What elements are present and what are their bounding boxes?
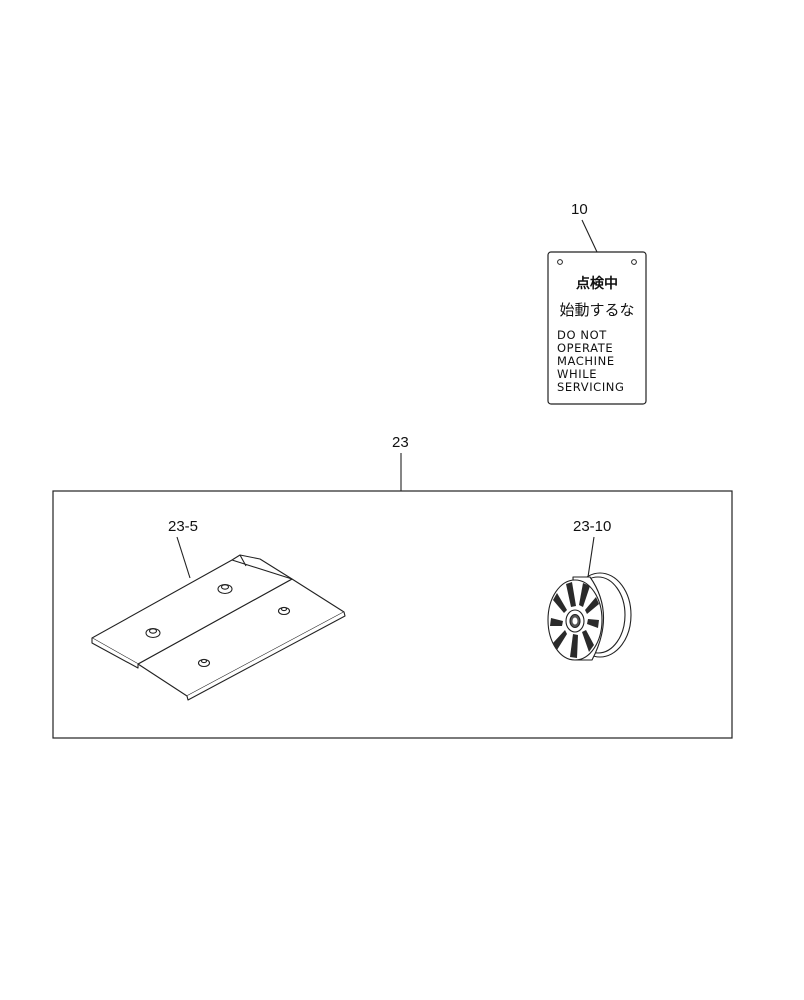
cap-plug	[547, 572, 632, 661]
cap-grip-slots	[550, 582, 599, 658]
cover-sheet	[91, 554, 346, 701]
callout-23: 23	[392, 434, 409, 451]
leader-23-10	[587, 536, 595, 578]
leader-10	[581, 219, 598, 253]
leader-23-5	[176, 536, 191, 579]
tag-title-jp: 点検中	[576, 275, 618, 292]
cap-hole-center	[572, 617, 578, 625]
tag-hole-left	[557, 259, 563, 265]
cover-fastener-3	[277, 606, 291, 616]
tag-warning-line-3: MACHINE	[557, 354, 615, 368]
cover-fastener-4	[197, 658, 211, 668]
callout-10: 10	[571, 201, 588, 218]
cover-fastener-1	[217, 583, 233, 595]
kit-frame	[52, 490, 733, 739]
cover-fold-flap	[231, 554, 293, 580]
callout-23-5: 23-5	[168, 518, 198, 535]
tag-subtitle-jp: 始動するな	[559, 301, 634, 319]
tag-warning-line-4: WHILE	[557, 367, 597, 381]
tag-warning-line-1: DO NOT	[557, 328, 607, 342]
callout-23-10: 23-10	[573, 518, 611, 535]
cover-fold-crease	[239, 554, 247, 567]
cover-fastener-2	[145, 627, 161, 639]
tag-hole-right	[631, 259, 637, 265]
warning-tag: 点検中 始動するな DO NOT OPERATE MACHINE WHILE S…	[547, 251, 647, 405]
tag-plate	[547, 251, 647, 405]
tag-warning-line-5: SERVICING	[557, 380, 625, 394]
tag-warning-line-2: OPERATE	[557, 341, 613, 355]
cover-panel-left-edge	[91, 638, 139, 669]
cover-panel-right-edge	[186, 611, 346, 701]
